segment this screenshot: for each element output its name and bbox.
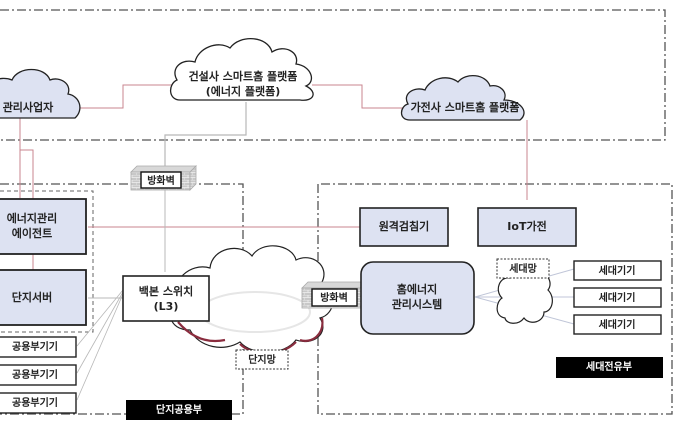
household-network-tag: 세대망: [496, 258, 550, 279]
household-device-label: 세대기기: [599, 264, 636, 277]
home-ems-line2: 관리시스템: [392, 297, 443, 311]
node-backbone-switch: 백본 스위치 (L3): [122, 275, 210, 322]
node-home-ems: 홈에너지 관리시스템: [360, 261, 475, 335]
common-device-list: 공용부기기 공용부기기 공용부기기: [0, 336, 77, 414]
complex-inner-zone-border: [0, 190, 94, 333]
complex-server-label: 단지서버: [12, 290, 52, 304]
cloud-energy-manager-label: 관리사업자: [3, 100, 54, 114]
energy-agent-line2: 에이전트: [12, 226, 52, 240]
common-device: 공용부기기: [0, 364, 77, 386]
household-device: 세대기기: [573, 260, 662, 281]
household-device: 세대기기: [573, 287, 662, 308]
household-badge: 세대전유부: [556, 357, 663, 378]
firewall-household-label: 방화벽: [320, 291, 348, 304]
line-switch-to-common3: [76, 293, 124, 401]
line-manager-to-builder: [62, 84, 178, 109]
cloud-builder-platform: 건설사 스마트홈 플랫폼 (에너지 플랫폼): [169, 38, 314, 101]
cloud-appliance-platform-label: 가전사 스마트홈 플랫폼: [411, 100, 520, 114]
iot-appliance-label: IoT가전: [507, 219, 546, 233]
node-iot-appliance: IoT가전: [477, 207, 577, 247]
common-device-label: 공용부기기: [12, 396, 58, 409]
backbone-switch-line2: (L3): [154, 300, 179, 313]
line-builder-to-firewall: [164, 102, 247, 170]
common-device-label: 공용부기기: [12, 340, 58, 353]
remote-meter-label: 원격검침기: [379, 219, 430, 233]
cloud-appliance-platform: 가전사 스마트홈 플랫폼: [400, 75, 525, 121]
common-device: 공용부기기: [0, 336, 77, 358]
household-device-label: 세대기기: [599, 318, 636, 331]
node-complex-server: 단지서버: [0, 269, 87, 326]
complex-network-label: 단지망: [248, 353, 276, 366]
complex-common-badge: 단지공용부: [126, 400, 232, 420]
firewall-household: 방화벽: [301, 281, 369, 309]
cloud-builder-platform-line1: 건설사 스마트홈 플랫폼: [189, 69, 298, 83]
household-device-label: 세대기기: [599, 291, 636, 304]
line-switch-to-common2: [76, 291, 124, 374]
node-energy-agent: 에너지관리 에이전트: [0, 198, 87, 255]
complex-common-label: 단지공용부: [156, 403, 202, 416]
cloud-energy-manager: 관리사업자: [0, 68, 81, 119]
household-device-list: 세대기기 세대기기 세대기기: [573, 260, 662, 335]
backbone-switch-line1: 백본 스위치: [139, 284, 193, 298]
cloud-builder-platform-line2: (에너지 플랫폼): [206, 84, 281, 98]
firewall-top-label: 방화벽: [147, 174, 175, 187]
household-device: 세대기기: [573, 314, 662, 335]
firewall-top: 방화벽: [130, 165, 197, 191]
common-device: 공용부기기: [0, 392, 77, 414]
line-manager-to-agent-step: [20, 149, 34, 200]
complex-network-tag: 단지망: [235, 349, 289, 370]
line-switch-to-common1: [76, 289, 124, 347]
energy-agent-line1: 에너지관리: [7, 211, 58, 225]
node-remote-meter: 원격검침기: [359, 207, 449, 247]
line-builder-to-appliance: [312, 84, 418, 109]
household-network-label: 세대망: [509, 262, 537, 275]
common-device-label: 공용부기기: [12, 368, 58, 381]
external-zone-border: [0, 9, 666, 141]
home-ems-line1: 홈에너지: [397, 282, 437, 296]
household-label: 세대전유부: [586, 360, 632, 373]
